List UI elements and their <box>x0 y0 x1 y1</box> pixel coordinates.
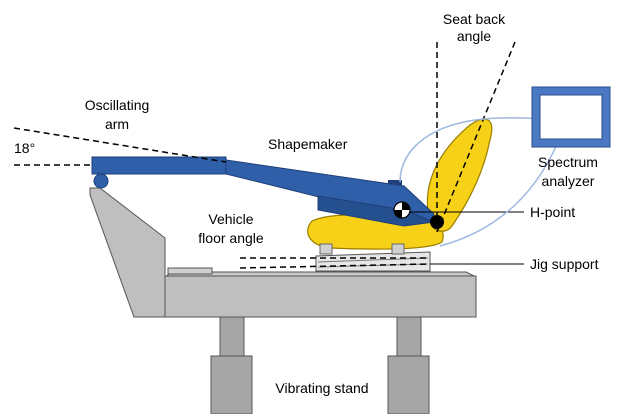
stand-leg-left-upper <box>219 314 245 364</box>
jig-support <box>315 251 431 272</box>
label-seat-back-angle-1: Seat back <box>443 11 506 27</box>
stand-leg-right-lower <box>387 355 430 415</box>
shapemaker <box>225 159 436 227</box>
label-seat-back-angle-2: angle <box>457 28 491 44</box>
label-oscillating-arm-2: arm <box>105 116 129 132</box>
stand-leg-right-upper <box>396 314 422 364</box>
h-point-marker <box>393 201 524 229</box>
monitor-icon <box>531 86 611 148</box>
label-h-point: H-point <box>530 204 575 220</box>
arm-bar <box>91 156 227 175</box>
label-vehicle-floor-angle-1: Vehicle <box>208 211 253 227</box>
label-oscillating-arm-1: Oscillating <box>85 97 150 113</box>
seat-back-angle-lines <box>436 41 516 233</box>
label-spectrum-analyzer-1: Spectrum <box>538 154 598 170</box>
arm-angle-lines <box>13 127 227 166</box>
support-base-plate <box>167 267 213 275</box>
oscillating-arm <box>91 156 227 189</box>
stand-leg-left-lower <box>210 355 253 415</box>
label-vibrating-stand: Vibrating stand <box>275 380 368 396</box>
label-jig-support: Jig support <box>530 256 599 272</box>
arm-pivot <box>93 173 109 189</box>
shapemaker-top-tab <box>388 180 402 188</box>
stand-table <box>164 275 477 318</box>
stand-body <box>89 187 477 318</box>
floor-angle-lines <box>239 257 431 269</box>
shapemaker-lower-block <box>317 195 436 227</box>
label-arm-angle: 18° <box>14 140 35 156</box>
label-shapemaker: Shapemaker <box>268 136 348 152</box>
vibrating-stand <box>210 314 430 415</box>
arm-support-ramp <box>89 187 166 318</box>
label-vehicle-floor-angle-2: floor angle <box>198 230 264 246</box>
label-spectrum-analyzer-2: analyzer <box>542 173 595 189</box>
h-point-dot <box>430 215 444 229</box>
